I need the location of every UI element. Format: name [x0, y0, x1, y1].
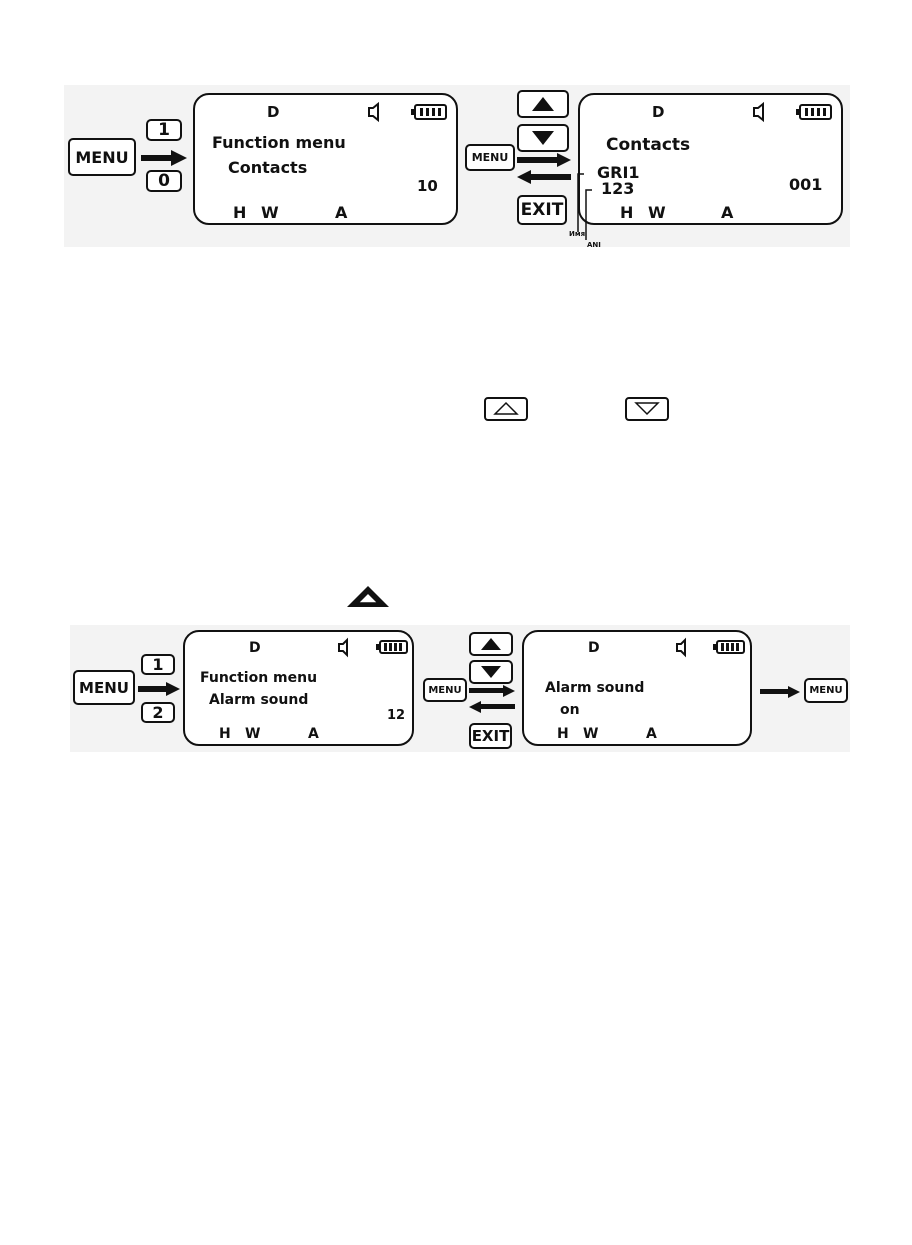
digit-key-1-label: 1: [158, 120, 170, 140]
speaker-icon: [676, 637, 686, 658]
speaker-icon: [753, 101, 764, 123]
indicator-w: W: [261, 203, 279, 222]
callout-ani-label: ANI: [587, 241, 601, 249]
up-key[interactable]: [517, 90, 569, 118]
lcd-screen-function-menu-alarm-sound: D Function menu Alarm sound 12 H W A: [183, 630, 414, 746]
menu-key-small[interactable]: MENU: [423, 678, 467, 702]
menu-key-small-label: MENU: [471, 151, 509, 164]
menu-key-small[interactable]: MENU: [465, 144, 515, 171]
arrow-up-key-icon: [532, 97, 554, 111]
filled-up-key-icon: [347, 586, 389, 607]
down-key[interactable]: [517, 124, 569, 152]
exit-key[interactable]: EXIT: [517, 195, 567, 225]
indicator-h: H: [233, 203, 247, 222]
exit-key[interactable]: EXIT: [469, 723, 512, 749]
lcd-screen-contacts: D Contacts GRI1 123 001 H W A: [578, 93, 843, 225]
contact-number: 001: [789, 175, 823, 194]
contact-ani: 123: [601, 179, 635, 198]
digit-key-2[interactable]: 2: [141, 702, 175, 723]
menu-line-1: Function menu: [200, 670, 318, 686]
speaker-icon: [368, 101, 379, 123]
channel-indicator: D: [588, 640, 600, 656]
menu-key[interactable]: MENU: [68, 138, 136, 176]
channel-indicator: D: [652, 103, 665, 121]
menu-number: 12: [387, 708, 406, 723]
indicator-w: W: [583, 726, 599, 742]
indicator-a: A: [308, 726, 319, 742]
digit-key-1[interactable]: 1: [141, 654, 175, 675]
digit-key-0[interactable]: 0: [146, 170, 182, 192]
exit-key-label: EXIT: [471, 727, 510, 745]
menu-line-1: Function menu: [212, 133, 346, 152]
down-key[interactable]: [469, 660, 513, 684]
screen-title: Contacts: [606, 135, 691, 155]
arrow-down-key-icon: [532, 131, 554, 145]
menu-key-label: MENU: [79, 678, 129, 697]
menu-number: 10: [417, 177, 438, 195]
menu-line-2: Contacts: [228, 158, 308, 177]
channel-indicator: D: [267, 103, 280, 121]
menu-key-end[interactable]: MENU: [804, 678, 848, 703]
speaker-icon: [338, 637, 348, 658]
indicator-h: H: [557, 726, 569, 742]
right-arrow-icon: [138, 682, 180, 696]
menu-key-small-label: MENU: [428, 684, 462, 696]
right-arrow-icon: [760, 686, 800, 698]
outline-down-key-icon: [625, 397, 669, 421]
menu-line-2: Alarm sound: [209, 692, 309, 708]
up-key[interactable]: [469, 632, 513, 656]
left-arrow-icon: [469, 701, 515, 713]
right-arrow-icon: [141, 150, 187, 166]
digit-key-0-label: 0: [158, 171, 170, 191]
outline-up-key-icon: [484, 397, 528, 421]
battery-icon: [411, 104, 447, 120]
digit-key-2-label: 2: [152, 703, 164, 722]
contact-name: GRI1: [597, 163, 640, 182]
right-arrow-icon: [469, 685, 515, 697]
lcd-screen-alarm-sound-on: D Alarm sound on H W A: [522, 630, 752, 746]
indicator-h: H: [219, 726, 231, 742]
menu-key-end-label: MENU: [809, 685, 843, 696]
lcd-screen-function-menu-contacts: D Function menu Contacts 10 H W A: [193, 93, 458, 225]
menu-key[interactable]: MENU: [73, 670, 135, 705]
battery-icon: [376, 640, 408, 654]
arrow-down-key-icon: [481, 666, 501, 678]
left-arrow-icon: [517, 170, 571, 184]
callout-lines: [577, 173, 592, 240]
indicator-a: A: [721, 203, 734, 222]
indicator-w: W: [648, 203, 666, 222]
battery-icon: [796, 104, 832, 120]
menu-key-label: MENU: [75, 147, 129, 167]
screen-line-2: on: [560, 702, 580, 718]
digit-key-1-label: 1: [152, 655, 164, 674]
arrow-up-key-icon: [481, 638, 501, 650]
indicator-w: W: [245, 726, 261, 742]
battery-icon: [713, 640, 745, 654]
callout-name-label: Имя: [569, 230, 586, 238]
digit-key-1[interactable]: 1: [146, 119, 182, 141]
indicator-a: A: [646, 726, 657, 742]
indicator-a: A: [335, 203, 348, 222]
indicator-h: H: [620, 203, 634, 222]
channel-indicator: D: [249, 640, 261, 656]
screen-line-1: Alarm sound: [545, 680, 645, 696]
right-arrow-icon: [517, 153, 571, 167]
exit-key-label: EXIT: [520, 200, 564, 220]
